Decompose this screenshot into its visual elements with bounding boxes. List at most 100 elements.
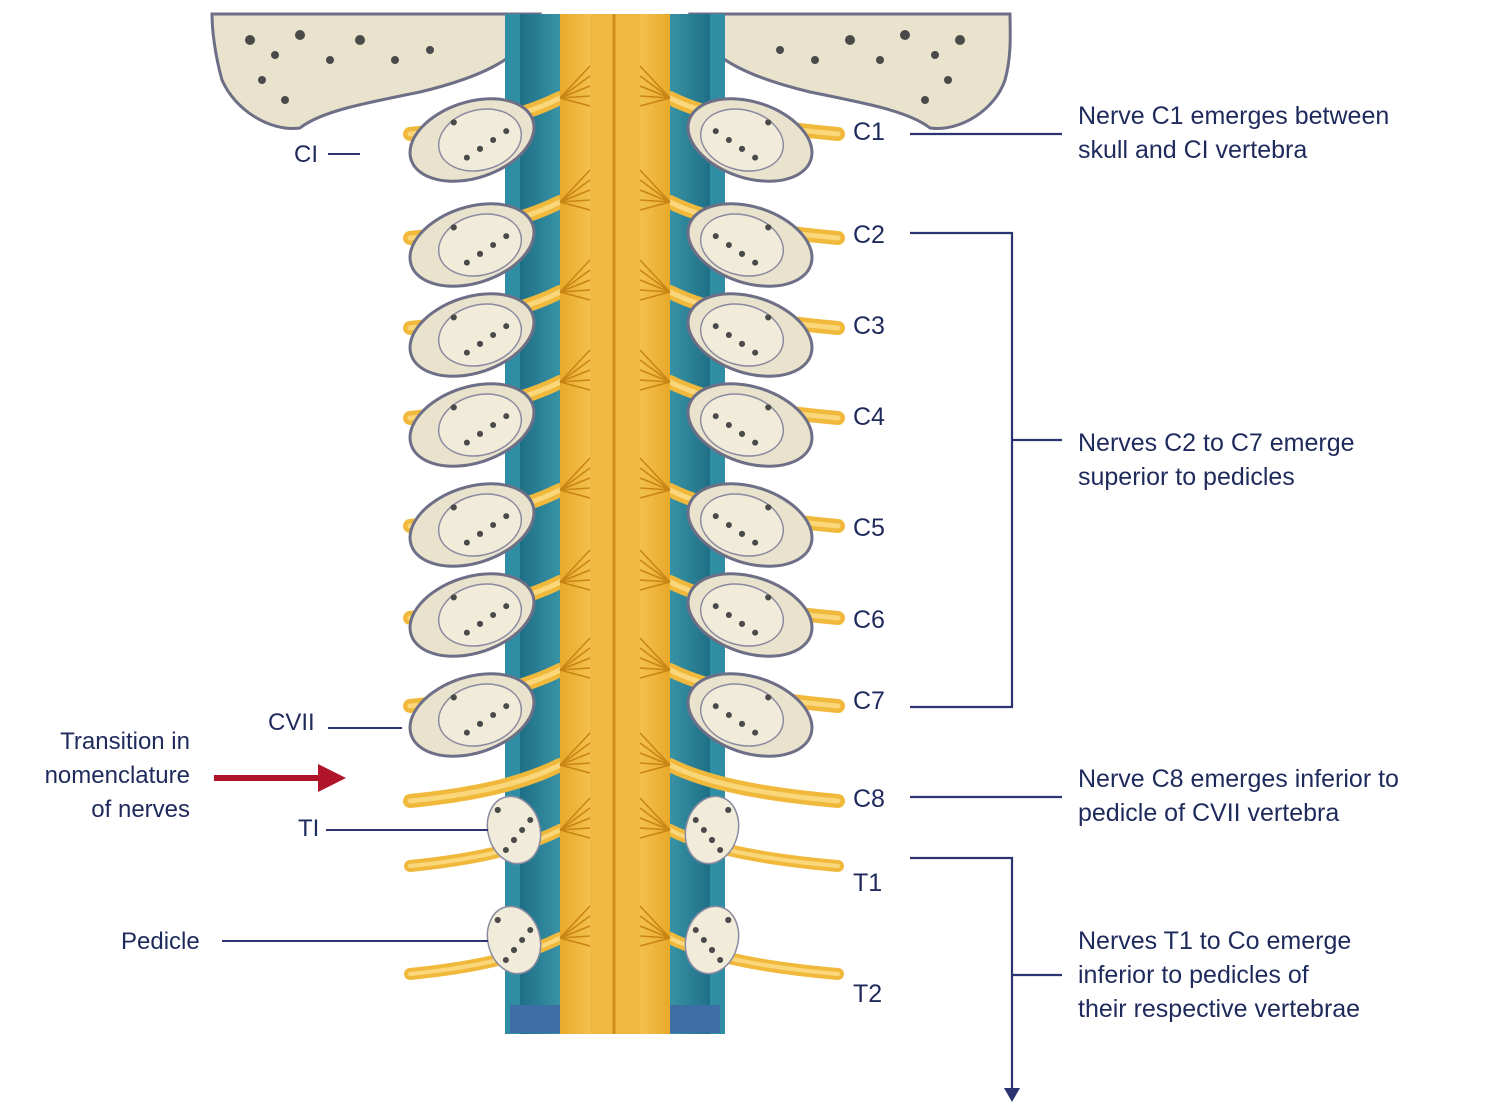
bone-texture — [490, 422, 497, 428]
rootlet-left — [559, 764, 591, 774]
rootlet-right — [639, 637, 671, 671]
note-t1-co-line-2: inferior to pedicles of — [1078, 961, 1309, 989]
rootlet-right — [639, 657, 671, 671]
rootlet-left — [559, 75, 591, 99]
bone-texture — [463, 629, 470, 636]
rootlet-left — [559, 915, 591, 939]
rootlet-left — [559, 85, 591, 99]
rootlet-right — [639, 925, 671, 939]
bone-texture — [725, 137, 732, 143]
rootlet-right — [639, 937, 671, 947]
rootlet-right — [639, 797, 671, 831]
nerve-label-c1: C1 — [853, 118, 885, 146]
bone-texture — [477, 145, 483, 152]
rootlet-left — [559, 489, 591, 499]
bone-texture — [503, 603, 510, 610]
rootlet-right — [639, 667, 671, 671]
bone-texture — [765, 504, 772, 511]
rootlet-right — [639, 935, 671, 939]
bone-texture — [490, 522, 497, 528]
nerve-root-left-highlight — [407, 762, 563, 804]
note-c8-line-1: Nerve C8 emerges inferior to — [1078, 765, 1399, 793]
rootlet-left — [559, 381, 591, 391]
rootlet-right — [639, 915, 671, 939]
pedicle-left — [486, 905, 542, 975]
rootlet-left — [559, 937, 591, 947]
bone-texture — [709, 837, 715, 843]
bone-texture — [463, 349, 470, 356]
rootlet-left — [559, 637, 591, 671]
bone-texture — [490, 712, 497, 718]
bone-texture — [477, 530, 483, 537]
rootlet-right — [639, 579, 671, 583]
bone-texture — [739, 145, 745, 152]
rootlet-right — [639, 95, 671, 99]
pedicle-left — [437, 493, 523, 557]
pedicle-right — [699, 583, 785, 647]
bone-texture — [502, 957, 509, 963]
note-t1-co: Nerves T1 to Co emerge inferior to pedic… — [1078, 927, 1360, 1023]
nerve-label-c4: C4 — [853, 403, 885, 431]
bone-texture — [712, 128, 719, 135]
rootlet-right — [639, 827, 671, 831]
rootlet-right — [639, 381, 671, 391]
bone-texture — [450, 594, 457, 601]
bone-texture — [700, 827, 707, 833]
rootlet-left — [559, 65, 591, 99]
bone-texture — [725, 422, 732, 428]
rootlet-right — [639, 559, 671, 583]
bone-texture — [502, 847, 509, 853]
rootlet-left — [559, 269, 591, 293]
rootlet-left — [559, 667, 591, 671]
rootlet-right — [639, 169, 671, 203]
bone-texture — [503, 233, 510, 240]
rootlet-right — [639, 259, 671, 293]
nerve-label-t2: T2 — [853, 980, 882, 1008]
nerve-label-c2: C2 — [853, 221, 885, 249]
rootlet-right — [639, 279, 671, 293]
rootlet-right — [639, 581, 671, 591]
pedicle-left — [437, 683, 523, 747]
bone-texture — [712, 323, 719, 330]
nerve-label-c7: C7 — [853, 687, 885, 715]
bone-texture — [739, 530, 745, 537]
bone-texture — [511, 947, 517, 953]
vertebral-segments — [403, 91, 845, 980]
rootlet-left — [559, 289, 591, 293]
rootlet-left — [559, 827, 591, 831]
rootlet-right — [639, 549, 671, 583]
rootlet-right — [639, 752, 671, 766]
rootlet-right — [639, 289, 671, 293]
rootlet-left — [559, 457, 591, 491]
transition-line-3: of nerves — [91, 796, 190, 823]
bone-texture — [463, 259, 470, 266]
rootlet-left — [559, 569, 591, 583]
bone-texture — [450, 404, 457, 411]
bone-texture — [463, 539, 470, 546]
rootlet-right — [639, 349, 671, 383]
bone-texture — [752, 629, 759, 636]
transition-note: Transition in nomenclature of nerves — [45, 728, 190, 823]
rootlet-right — [639, 647, 671, 671]
bone-texture — [725, 807, 732, 813]
bone-texture — [692, 817, 699, 823]
pedicle-right — [699, 303, 785, 367]
rootlet-left — [559, 95, 591, 99]
bone-texture — [765, 314, 772, 321]
nerve-label-c5: C5 — [853, 514, 885, 542]
rootlet-left — [559, 817, 591, 831]
pedicle-left — [437, 213, 523, 277]
rootlet-left — [559, 359, 591, 383]
rootlet-left — [559, 732, 591, 766]
rootlet-left — [559, 579, 591, 583]
rootlet-left — [559, 549, 591, 583]
rootlet-left — [559, 169, 591, 203]
bone-texture — [712, 233, 719, 240]
bone-texture — [752, 729, 759, 736]
rootlet-left — [559, 742, 591, 766]
rootlet-right — [639, 199, 671, 203]
pedicle-right — [699, 683, 785, 747]
bone-texture — [450, 314, 457, 321]
pedicle-left — [437, 583, 523, 647]
